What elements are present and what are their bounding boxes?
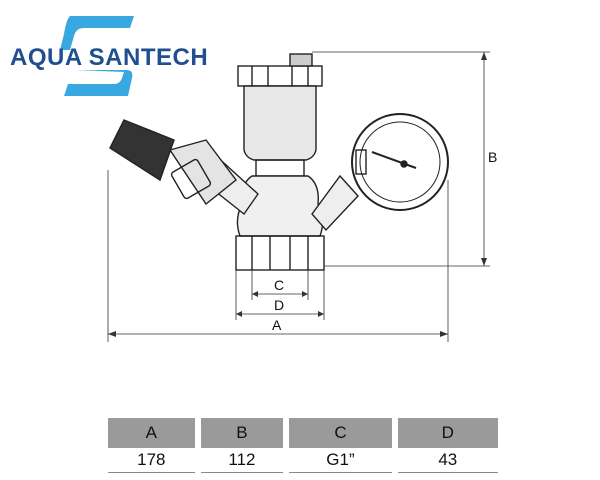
gauge-pivot [400, 160, 408, 168]
safety-valve-cap [109, 119, 175, 182]
dimension-d-label: D [274, 297, 284, 313]
spec-value-c: G1” [289, 448, 392, 473]
valve-technical-drawing: A B C D [107, 51, 497, 342]
spec-table: A B C D 178 112 G1” 43 [108, 418, 498, 473]
gauge-stem [355, 149, 367, 175]
gauge-dial [359, 121, 441, 203]
dimension-a-label: A [272, 317, 282, 333]
safety-valve-window [170, 158, 212, 200]
spec-header-a: A [108, 418, 195, 448]
logo-swoosh-icon [60, 16, 134, 96]
spec-value-d: 43 [397, 448, 498, 473]
vent-neck [255, 159, 305, 177]
spec-value-b: 112 [200, 448, 284, 473]
spec-value-a: 178 [108, 448, 195, 473]
logo-text-santech: SANTECH [88, 44, 209, 71]
air-vent-cap [237, 65, 323, 87]
safety-valve-body [168, 139, 237, 206]
spec-header-b: B [200, 418, 284, 448]
right-arm [311, 174, 359, 232]
dimension-b-label: B [488, 149, 497, 165]
spec-header-c: C [289, 418, 392, 448]
bottom-nut [235, 235, 325, 271]
spec-value-row: 178 112 G1” 43 [108, 448, 498, 473]
dimension-c-label: C [274, 277, 284, 293]
spec-header-row: A B C D [108, 418, 498, 448]
logo-text-aqua: AQUA [10, 44, 83, 71]
vent-knurl [289, 53, 313, 67]
air-vent-body [243, 85, 317, 161]
gauge-needle [371, 151, 417, 169]
spec-header-d: D [397, 418, 498, 448]
